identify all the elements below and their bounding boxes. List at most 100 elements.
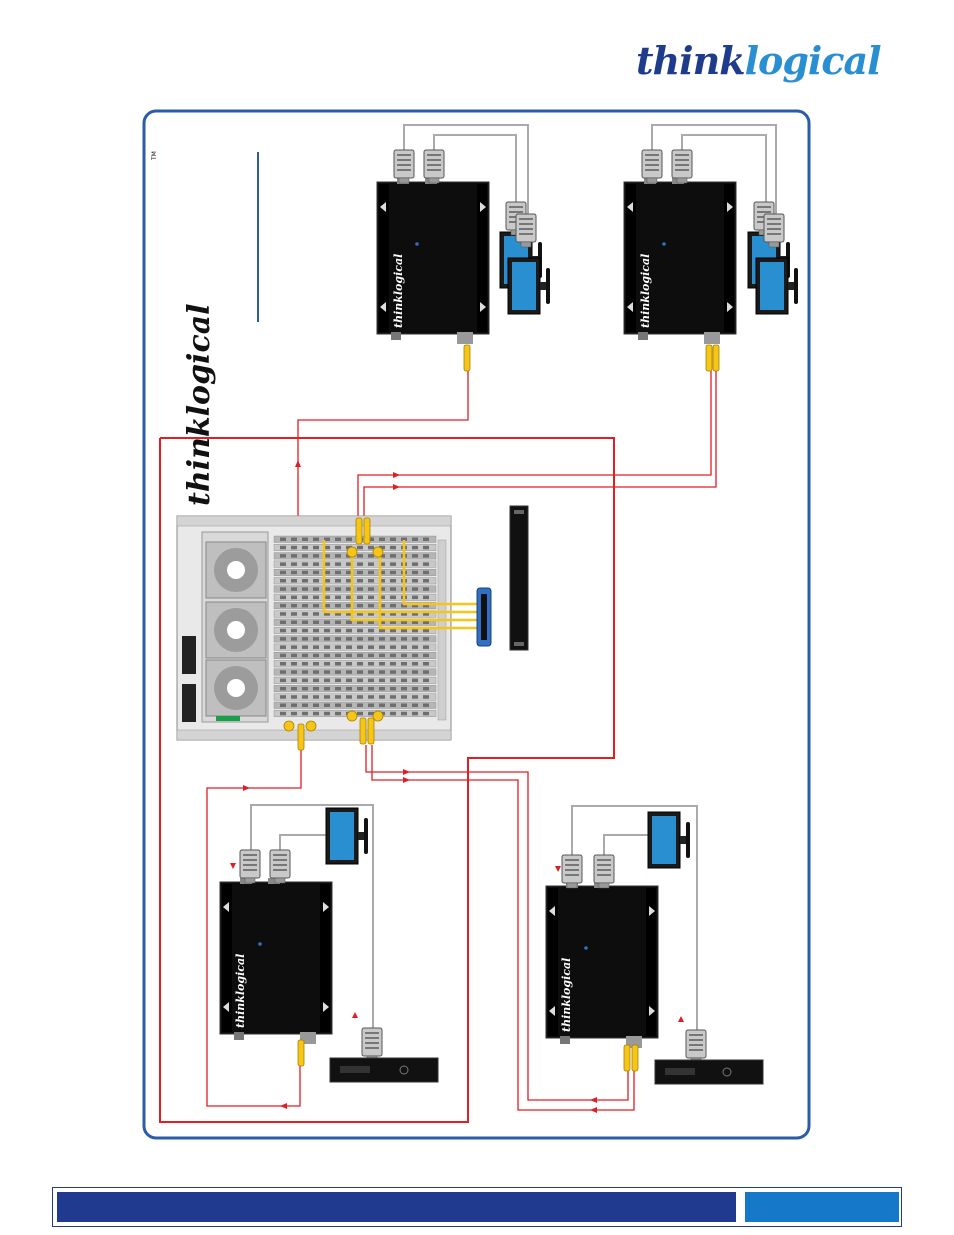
card-port xyxy=(335,545,341,550)
card-port xyxy=(423,537,429,541)
card-port xyxy=(423,637,429,641)
card-port xyxy=(324,579,330,583)
card-port xyxy=(423,554,429,558)
card-port xyxy=(357,595,363,600)
card-port xyxy=(346,645,352,649)
card-port xyxy=(390,595,396,600)
card-port xyxy=(379,662,385,666)
card-port xyxy=(313,686,319,691)
card-port xyxy=(313,662,319,666)
red-direction-markers xyxy=(230,863,684,1022)
card-slots xyxy=(273,535,437,717)
card-port xyxy=(368,579,374,583)
card-port xyxy=(390,686,396,691)
card-port xyxy=(357,678,363,683)
card-port xyxy=(291,686,297,691)
card-port xyxy=(412,620,418,624)
card-port xyxy=(335,628,341,633)
card-port xyxy=(335,570,341,575)
card-port xyxy=(390,695,396,699)
card-port xyxy=(302,711,308,716)
card-port xyxy=(390,628,396,633)
fiber-routing-loop xyxy=(159,437,615,1123)
card-port xyxy=(401,537,407,541)
card-port xyxy=(324,678,330,683)
card-port xyxy=(368,537,374,541)
fan-2 xyxy=(205,601,267,659)
card-port xyxy=(401,711,407,716)
card-port xyxy=(368,620,374,624)
card-port xyxy=(346,678,352,683)
card-port xyxy=(324,537,330,541)
card-port xyxy=(423,662,429,666)
card-port xyxy=(313,637,319,641)
card-port xyxy=(324,570,330,575)
card-port xyxy=(313,645,319,649)
card-port xyxy=(335,653,341,658)
card-port xyxy=(357,653,363,658)
card-port xyxy=(423,628,429,633)
card-port xyxy=(357,554,363,558)
card-port xyxy=(368,545,374,550)
card-port xyxy=(379,670,385,674)
card-port xyxy=(291,637,297,641)
card-port xyxy=(346,537,352,541)
card-port xyxy=(368,653,374,658)
rack-mount-panel xyxy=(509,505,529,651)
card-port xyxy=(280,662,286,666)
card-port xyxy=(412,645,418,649)
card-port xyxy=(291,628,297,633)
card-port xyxy=(346,620,352,624)
fan-3 xyxy=(205,659,267,717)
card-port xyxy=(357,579,363,583)
card-port xyxy=(346,628,352,633)
card-port xyxy=(390,703,396,707)
card-port xyxy=(280,653,286,658)
card-port xyxy=(423,695,429,699)
card-port xyxy=(302,537,308,541)
card-port xyxy=(357,562,363,566)
source-computer-right xyxy=(654,1059,764,1085)
fiber-connectors xyxy=(283,517,384,751)
footer-side-bar xyxy=(745,1192,899,1222)
card-port xyxy=(280,711,286,716)
card-port xyxy=(324,662,330,666)
monitor-bottom-right xyxy=(647,811,691,869)
card-slot xyxy=(273,635,437,643)
yellow-fiber-jumpers xyxy=(322,540,478,630)
card-port xyxy=(401,620,407,624)
card-port xyxy=(379,645,385,649)
card-port xyxy=(423,603,429,608)
card-port xyxy=(324,620,330,624)
card-port xyxy=(368,562,374,566)
card-port xyxy=(346,653,352,658)
card-port xyxy=(423,612,429,616)
card-port xyxy=(379,628,385,633)
brand-receiver-top-left: thinklogical xyxy=(392,254,405,328)
logo-think-text: think xyxy=(636,38,746,83)
card-port xyxy=(335,686,341,691)
monitor-top-left-b xyxy=(507,257,551,315)
card-port xyxy=(280,695,286,699)
card-slot xyxy=(273,701,437,709)
card-port xyxy=(390,579,396,583)
power-supply-2 xyxy=(182,684,196,722)
card-port xyxy=(390,678,396,683)
card-port xyxy=(313,653,319,658)
card-port xyxy=(313,703,319,707)
card-slot xyxy=(273,685,437,693)
side-logo-tm: TM xyxy=(151,151,158,161)
card-port xyxy=(412,686,418,691)
card-port xyxy=(368,637,374,641)
card-port xyxy=(357,662,363,666)
card-port xyxy=(379,678,385,683)
card-port xyxy=(291,562,297,566)
card-port xyxy=(401,612,407,616)
fan-1 xyxy=(205,541,267,599)
power-supply-1 xyxy=(182,636,196,674)
card-port xyxy=(302,562,308,566)
card-port xyxy=(401,686,407,691)
card-port xyxy=(291,653,297,658)
fiber-patch-module xyxy=(476,587,492,647)
card-port xyxy=(423,570,429,575)
